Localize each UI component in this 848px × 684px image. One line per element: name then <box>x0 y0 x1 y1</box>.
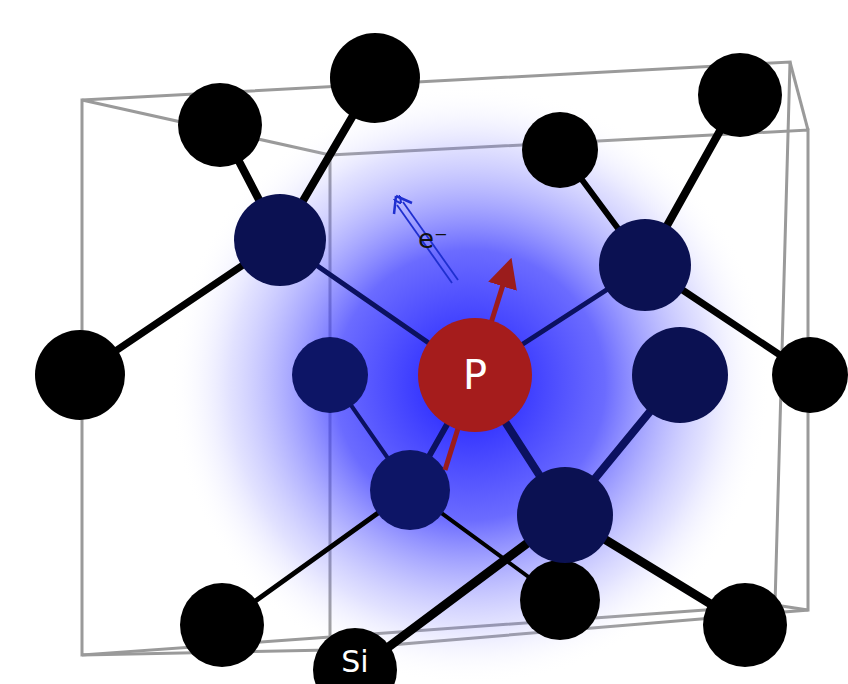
bonds <box>80 78 810 672</box>
phosphorus-atom: P <box>418 318 532 432</box>
electron-label: e⁻ <box>418 226 448 252</box>
electron-cloud <box>170 85 770 684</box>
si-atoms <box>35 33 848 667</box>
electron-spin-arrow <box>394 196 458 283</box>
atom-symbol: P <box>463 355 487 395</box>
atom-symbol: Si <box>341 647 368 677</box>
